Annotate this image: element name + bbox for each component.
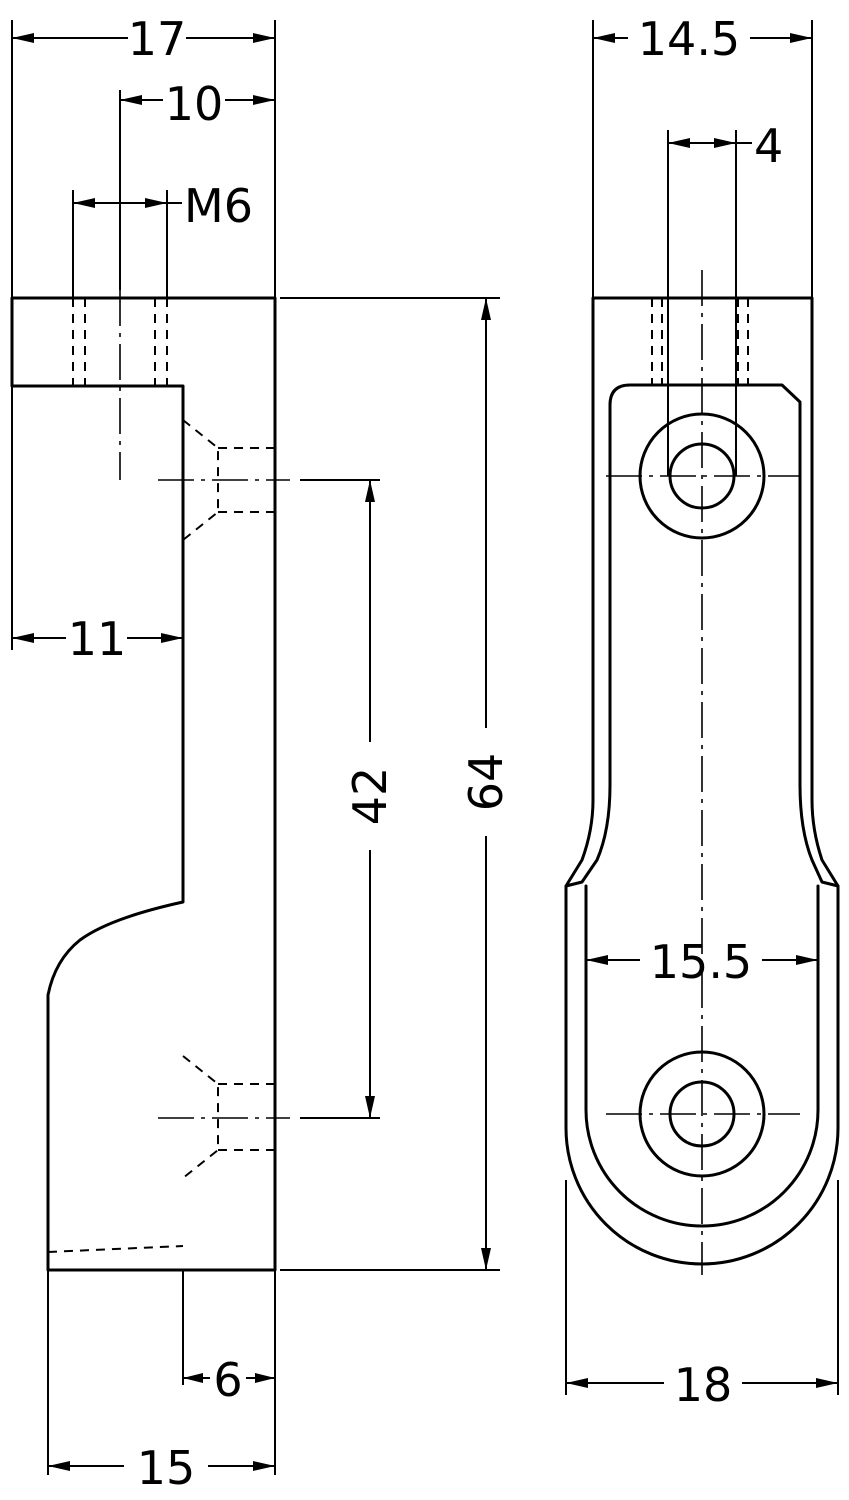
dimension-m6-label: M6 <box>184 179 253 233</box>
dimension-15-5: 15.5 <box>586 935 818 989</box>
dimension-6: 6 <box>183 1353 275 1407</box>
front-view-lower-eye <box>584 884 820 1228</box>
dimension-14-5-label: 14.5 <box>638 12 740 66</box>
side-view: 17 10 M6 11 <box>10 12 513 1495</box>
dimension-17-label: 17 <box>128 12 187 66</box>
front-view-arm-outline <box>564 383 840 888</box>
lower-countersunk-hole <box>158 1055 290 1179</box>
dimension-6-label: 6 <box>213 1353 242 1407</box>
bottom-hidden-edge <box>47 1245 184 1253</box>
dimension-17: 17 <box>12 12 275 66</box>
dimension-64-label: 64 <box>459 753 513 812</box>
dimension-4-label: 4 <box>754 119 783 173</box>
dimension-42-label: 42 <box>343 767 397 826</box>
dimension-18: 18 <box>566 1358 838 1412</box>
upper-eye-hole <box>606 412 800 540</box>
dimension-15-5-label: 15.5 <box>650 935 752 989</box>
dimension-15: 15 <box>48 1441 275 1495</box>
dimension-4: 4 <box>668 119 783 173</box>
side-extension-lines <box>11 20 500 1475</box>
dimension-11: 11 <box>12 612 183 666</box>
dimension-14-5: 14.5 <box>593 12 812 66</box>
dimension-64: 64 <box>459 298 513 1270</box>
side-view-outline <box>10 296 277 1272</box>
dimension-10-label: 10 <box>165 77 224 131</box>
dimension-42: 42 <box>343 480 397 1118</box>
dimension-10: 10 <box>119 77 275 290</box>
dimension-11-label: 11 <box>68 612 127 666</box>
upper-countersunk-hole <box>158 419 290 541</box>
dimension-15-label: 15 <box>137 1441 196 1495</box>
front-thread-hidden-lines <box>651 298 749 385</box>
dimension-18-label: 18 <box>674 1358 733 1412</box>
front-extension-lines <box>565 20 839 1395</box>
front-view: 14.5 4 15.5 18 <box>564 12 840 1412</box>
dimension-m6: M6 <box>73 179 253 233</box>
lower-eye-hole <box>606 1050 800 1178</box>
